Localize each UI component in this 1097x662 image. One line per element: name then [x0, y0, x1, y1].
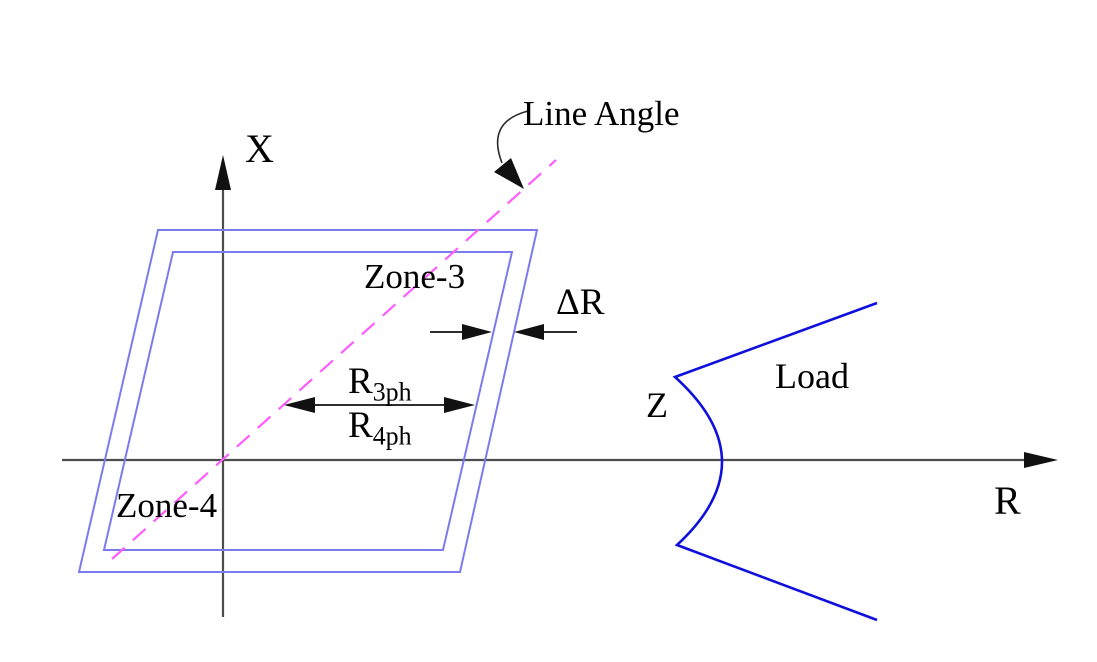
r-axis-arrowhead-icon [1024, 452, 1058, 468]
r3ph-label-subscript: 3ph [372, 377, 412, 407]
zone3-quadrilateral [102, 251, 514, 551]
load-label: Load [775, 356, 849, 396]
zone3-label: Zone-3 [364, 257, 466, 296]
x-axis-arrowhead-icon [215, 155, 231, 190]
r4ph-label-subscript: 4ph [372, 421, 412, 451]
r3ph-label: R3ph [348, 363, 412, 405]
line-angle-dashed-line [111, 159, 557, 560]
x-axis-label: X [245, 126, 274, 171]
r3ph-left-arrowhead-icon [284, 397, 315, 413]
zone4-label: Zone-4 [116, 486, 218, 525]
r3ph-label-main: R [348, 361, 373, 402]
r3ph-right-arrowhead-icon [444, 397, 475, 413]
impedance-z-label: Z [646, 385, 668, 425]
delta-r-left-arrowhead-icon [462, 324, 492, 340]
line-angle-leader-curve [496, 110, 529, 164]
r4ph-label-main: R [348, 405, 373, 446]
load-characteristic-curve [672, 301, 878, 622]
line-angle-label: Line Angle [523, 94, 680, 133]
delta-r-label: ΔR [556, 282, 605, 323]
r4ph-label: R4ph [348, 407, 412, 449]
line-angle-leader-arrowhead-icon [494, 158, 524, 189]
zone4-quadrilateral [77, 229, 539, 573]
r-axis-label: R [994, 478, 1021, 523]
delta-r-right-arrowhead-icon [514, 324, 544, 340]
